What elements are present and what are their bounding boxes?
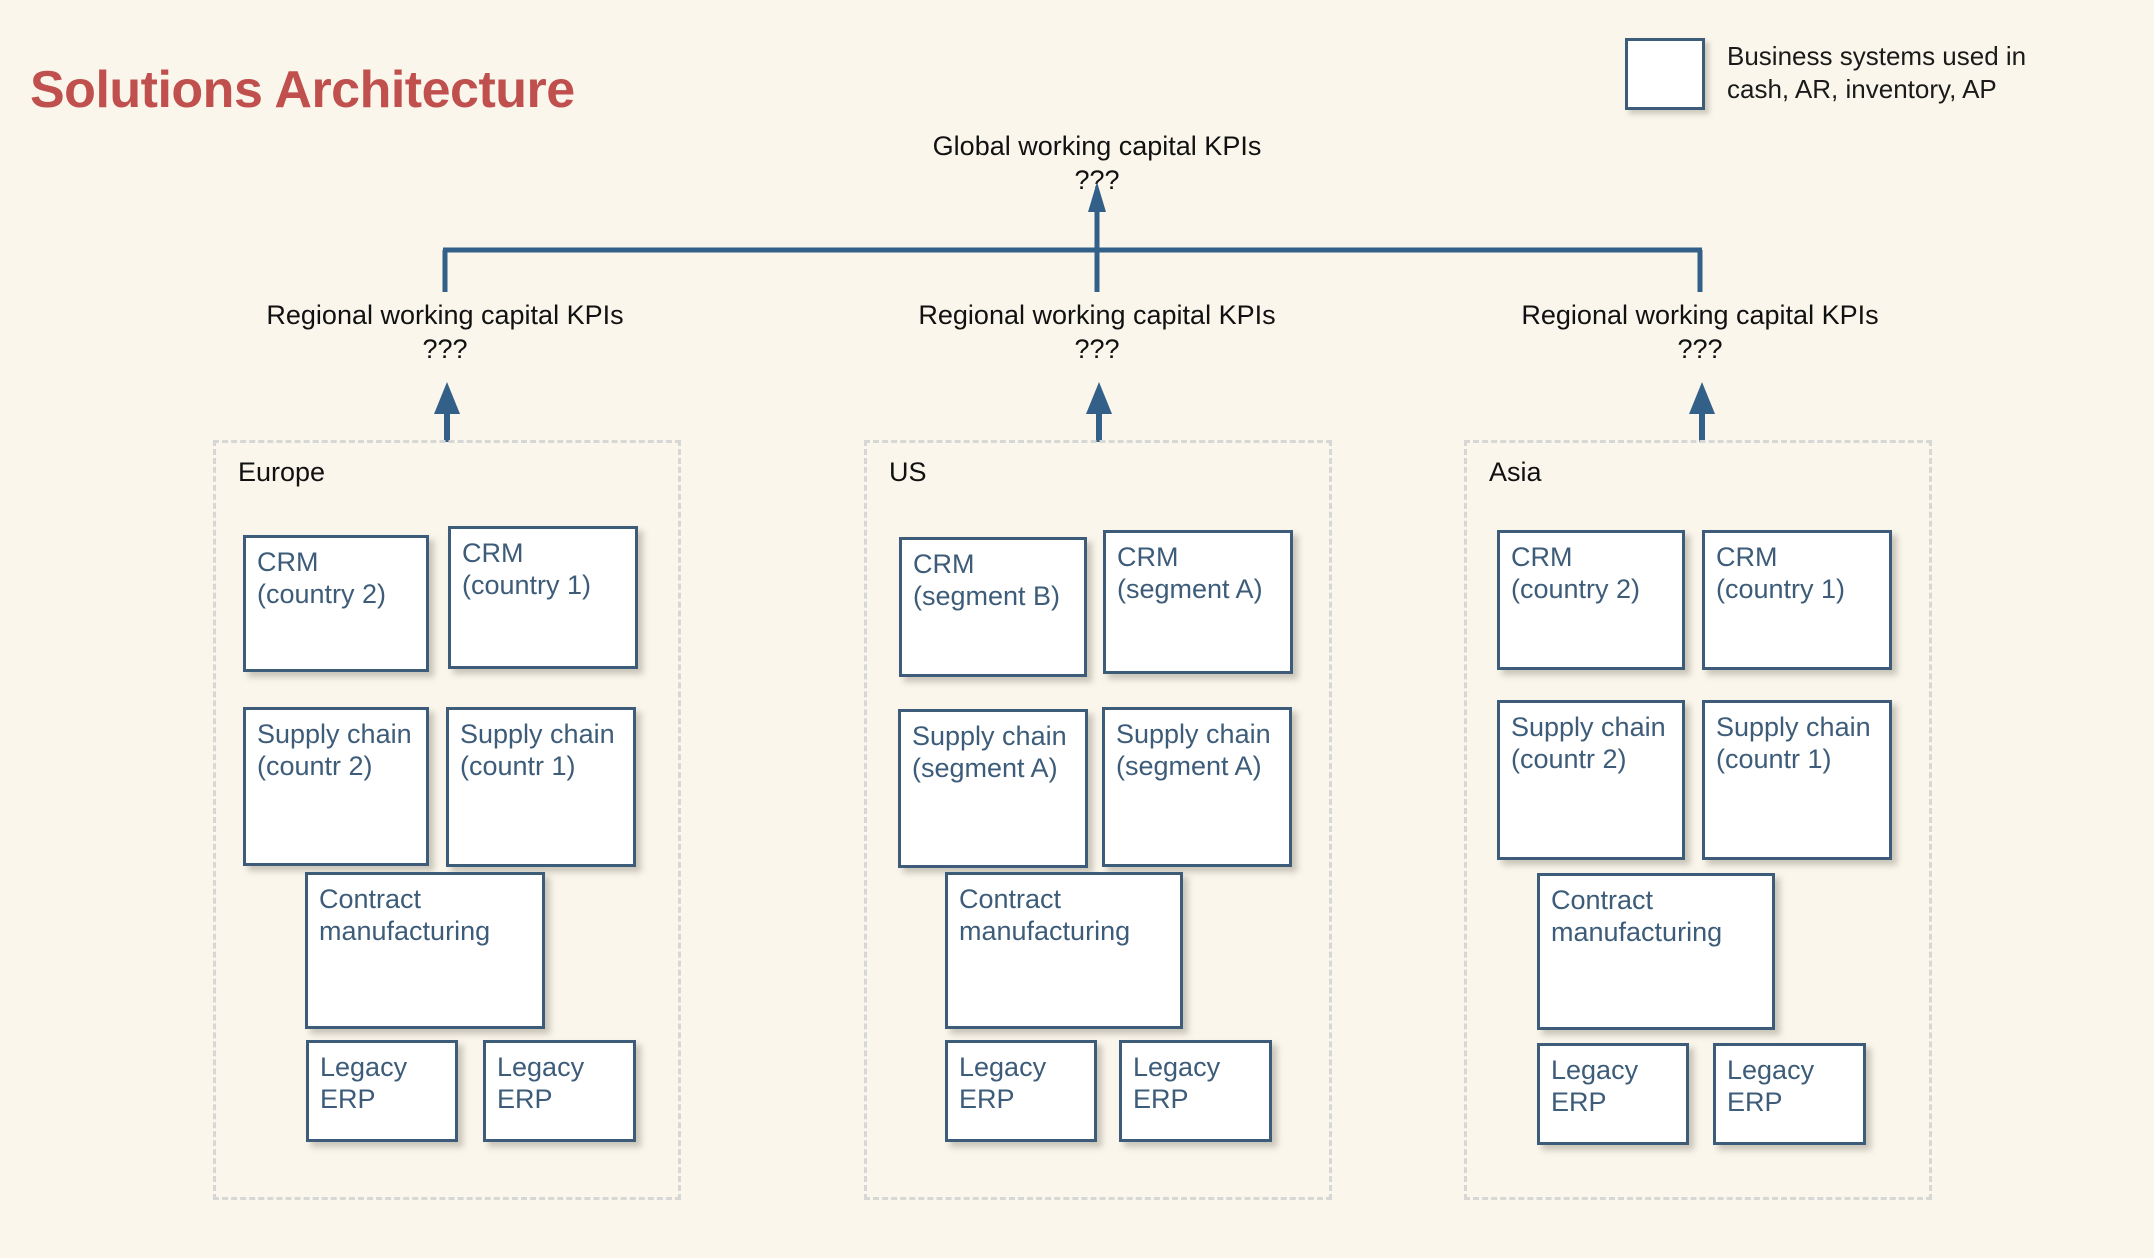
system-box-europe-legacy-erp-2[interactable]: Legacy ERP [483,1040,636,1142]
system-box-europe-legacy-erp-1[interactable]: Legacy ERP [306,1040,458,1142]
regional-kpi-asia-line1: Regional working capital KPIs [1521,300,1879,330]
asia-arrow-head-icon [1689,382,1715,414]
system-box-europe-crm-country-2[interactable]: CRM (country 2) [243,535,429,672]
region-title-europe: Europe [238,457,326,487]
system-box-asia-crm-country-2[interactable]: CRM (country 2) [1497,530,1685,670]
system-box-asia-supply-chain-1[interactable]: Supply chain (countr 1) [1702,700,1892,860]
system-box-us-legacy-erp-2[interactable]: Legacy ERP [1119,1040,1272,1142]
system-box-asia-legacy-erp-2[interactable]: Legacy ERP [1713,1043,1866,1145]
system-box-asia-supply-chain-2[interactable]: Supply chain (countr 2) [1497,700,1685,860]
system-box-us-legacy-erp-1[interactable]: Legacy ERP [945,1040,1097,1142]
system-box-us-crm-segment-a[interactable]: CRM (segment A) [1103,530,1293,674]
legend-white-box-swatch-icon [1625,38,1705,110]
regional-kpi-us-line2: ??? [1074,333,1120,364]
us-arrow-head-icon [1086,382,1112,414]
global-kpi-line1: Global working capital KPIs [932,131,1262,161]
system-box-asia-contract-mfg[interactable]: Contract manufacturing [1537,873,1775,1030]
region-group-asia: Asia [1464,440,1932,1200]
region-group-europe: Europe [213,440,681,1200]
regional-kpi-us-line1: Regional working capital KPIs [918,300,1276,330]
regional-kpi-label-us: Regional working capital KPIs ??? [918,299,1275,367]
regional-kpi-asia-line2: ??? [1677,333,1723,364]
system-box-europe-supply-chain-2[interactable]: Supply chain (countr 2) [243,707,429,866]
regional-kpi-europe-line2: ??? [422,333,468,364]
system-box-asia-legacy-erp-1[interactable]: Legacy ERP [1537,1043,1689,1145]
regional-kpi-label-europe: Regional working capital KPIs ??? [266,299,623,367]
region-title-asia: Asia [1489,457,1542,487]
region-title-us: US [889,457,927,487]
system-box-europe-contract-mfg[interactable]: Contract manufacturing [305,872,545,1029]
system-box-us-supply-chain-a-2[interactable]: Supply chain (segment A) [1102,707,1292,867]
global-kpi-label: Global working capital KPIs ??? [933,130,1262,198]
system-box-us-supply-chain-a-1[interactable]: Supply chain (segment A) [898,709,1088,868]
regional-kpi-label-asia: Regional working capital KPIs ??? [1521,299,1878,367]
system-box-europe-crm-country-1[interactable]: CRM (country 1) [448,526,638,669]
global-kpi-line2: ??? [1074,164,1120,195]
regional-kpi-europe-line1: Regional working capital KPIs [266,300,624,330]
page-title: Solutions Architecture [30,61,575,119]
legend-label: Business systems used in cash, AR, inven… [1727,41,2027,105]
system-box-asia-crm-country-1[interactable]: CRM (country 1) [1702,530,1892,670]
system-box-us-contract-mfg[interactable]: Contract manufacturing [945,872,1183,1029]
system-box-europe-supply-chain-1[interactable]: Supply chain (countr 1) [446,707,636,867]
legend: Business systems used in cash, AR, inven… [1625,38,2067,110]
region-group-us: US [864,440,1332,1200]
system-box-us-crm-segment-b[interactable]: CRM (segment B) [899,537,1087,677]
europe-arrow-head-icon [434,382,460,414]
